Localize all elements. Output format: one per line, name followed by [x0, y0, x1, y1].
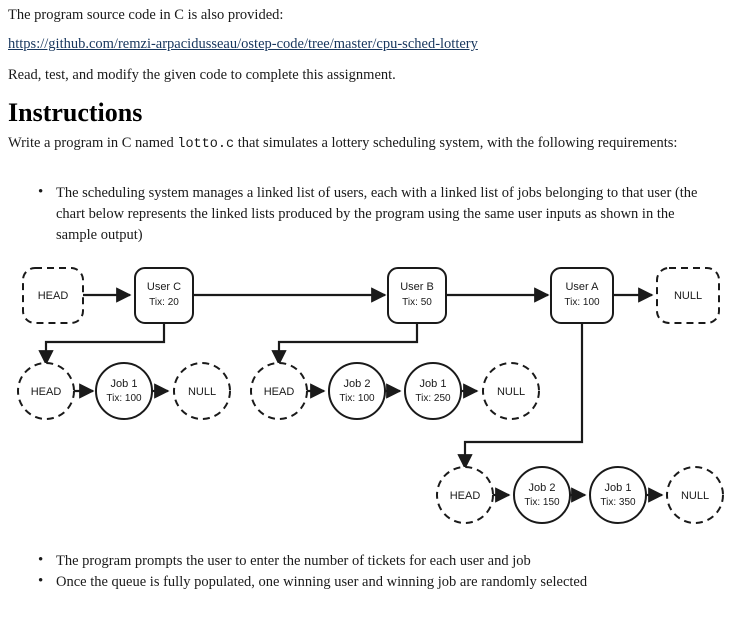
joblist-1-null-label: NULL	[497, 386, 525, 398]
joblist-0-null-sentinel: NULL	[173, 362, 231, 420]
user-node-2-tickets: Tix: 100	[564, 297, 600, 308]
diagram-canvas: HEAD User C Tix: 20 User B Tix: 50 User …	[17, 267, 724, 524]
edge-user-b-to-joblist	[271, 323, 419, 366]
user-node-0-name: User C	[147, 281, 181, 293]
write-paragraph-suffix: that simulates a lottery scheduling syst…	[234, 135, 678, 151]
joblist-2-job-1-shape	[589, 466, 647, 524]
joblist-1-job-1-tickets: Tix: 250	[415, 393, 451, 404]
intro-paragraph: The program source code in C is also pro…	[8, 7, 284, 23]
joblist-1-head-label: HEAD	[264, 386, 295, 398]
user-head-shape	[22, 267, 84, 324]
edge-user-c-to-joblist	[38, 323, 166, 366]
user-node-2-shape	[550, 267, 614, 324]
user-node-0-shape	[134, 267, 194, 324]
joblist-1-job-1-shape	[404, 362, 462, 420]
joblist-1-job-0-name: Job 2	[344, 378, 371, 390]
joblist-0-head-label: HEAD	[31, 386, 62, 398]
joblist-0-head-sentinel: HEAD	[17, 362, 75, 420]
joblist-1-job-1: Job 1 Tix: 250	[404, 362, 462, 420]
user-node-1-tickets: Tix: 50	[402, 297, 432, 308]
joblist-1-job-1-name: Job 1	[420, 378, 447, 390]
write-program-paragraph: Write a program in C named lotto.c that …	[8, 133, 688, 154]
joblist-1-job-0: Job 2 Tix: 100	[328, 362, 386, 420]
joblist-2-job-0-name: Job 2	[529, 482, 556, 494]
joblist-0-null-label: NULL	[188, 386, 216, 398]
read-test-modify-paragraph: Read, test, and modify the given code to…	[8, 67, 396, 83]
joblist-2-job-1: Job 1 Tix: 350	[589, 466, 647, 524]
filename-code: lotto.c	[177, 137, 235, 152]
joblist-1-head-sentinel: HEAD	[250, 362, 308, 420]
joblist-1-job-0-tickets: Tix: 100	[339, 393, 375, 404]
list-item: Once the queue is fully populated, one w…	[38, 571, 743, 593]
joblist-0-job-0-name: Job 1	[111, 378, 138, 390]
user-null-sentinel: NULL	[656, 267, 720, 324]
joblist-1-job-0-shape	[328, 362, 386, 420]
user-null-shape	[656, 267, 720, 324]
user-null-label: NULL	[674, 290, 702, 302]
joblist-2-job-0-tickets: Tix: 150	[524, 497, 560, 508]
joblist-2-head-sentinel: HEAD	[436, 466, 494, 524]
joblist-2-job-0: Job 2 Tix: 150	[513, 466, 571, 524]
user-head-label: HEAD	[38, 290, 69, 302]
joblist-2-job-1-name: Job 1	[605, 482, 632, 494]
edge-user-a-to-joblist	[457, 323, 584, 470]
joblist-0-null-shape	[173, 362, 231, 420]
list-item: The program prompts the user to enter th…	[38, 550, 743, 572]
joblist-2-null-label: NULL	[681, 490, 709, 502]
requirements-list-bottom: The program prompts the user to enter th…	[8, 550, 743, 593]
joblist-1-null-shape	[482, 362, 540, 420]
joblist-1-null-sentinel: NULL	[482, 362, 540, 420]
linked-list-diagram: HEAD User C Tix: 20 User B Tix: 50 User …	[0, 252, 743, 542]
user-node-0: User C Tix: 20	[134, 267, 194, 324]
joblist-0-job-0: Job 1 Tix: 100	[95, 362, 153, 420]
write-paragraph-prefix: Write a program in C named	[8, 135, 178, 151]
joblist-2-job-1-tickets: Tix: 350	[600, 497, 636, 508]
joblist-0-job-0-tickets: Tix: 100	[106, 393, 142, 404]
list-item: The scheduling system manages a linked l…	[38, 182, 716, 246]
source-code-link[interactable]: https://github.com/remzi-arpacidusseau/o…	[8, 36, 478, 52]
user-node-2: User A Tix: 100	[550, 267, 614, 324]
joblist-2-null-shape	[666, 466, 724, 524]
user-node-2-name: User A	[565, 281, 599, 293]
user-head-sentinel: HEAD	[22, 267, 84, 324]
source-link-paragraph: https://github.com/remzi-arpacidusseau/o…	[8, 34, 728, 55]
joblist-2-job-0-shape	[513, 466, 571, 524]
page-title: Instructions	[8, 98, 143, 127]
user-node-1: User B Tix: 50	[387, 267, 447, 324]
user-node-1-name: User B	[400, 281, 434, 293]
joblist-2-null-sentinel: NULL	[666, 466, 724, 524]
joblist-0-job-0-shape	[95, 362, 153, 420]
user-node-1-shape	[387, 267, 447, 324]
requirements-list-top: The scheduling system manages a linked l…	[8, 182, 716, 246]
user-node-0-tickets: Tix: 20	[149, 297, 179, 308]
joblist-2-head-label: HEAD	[450, 490, 481, 502]
